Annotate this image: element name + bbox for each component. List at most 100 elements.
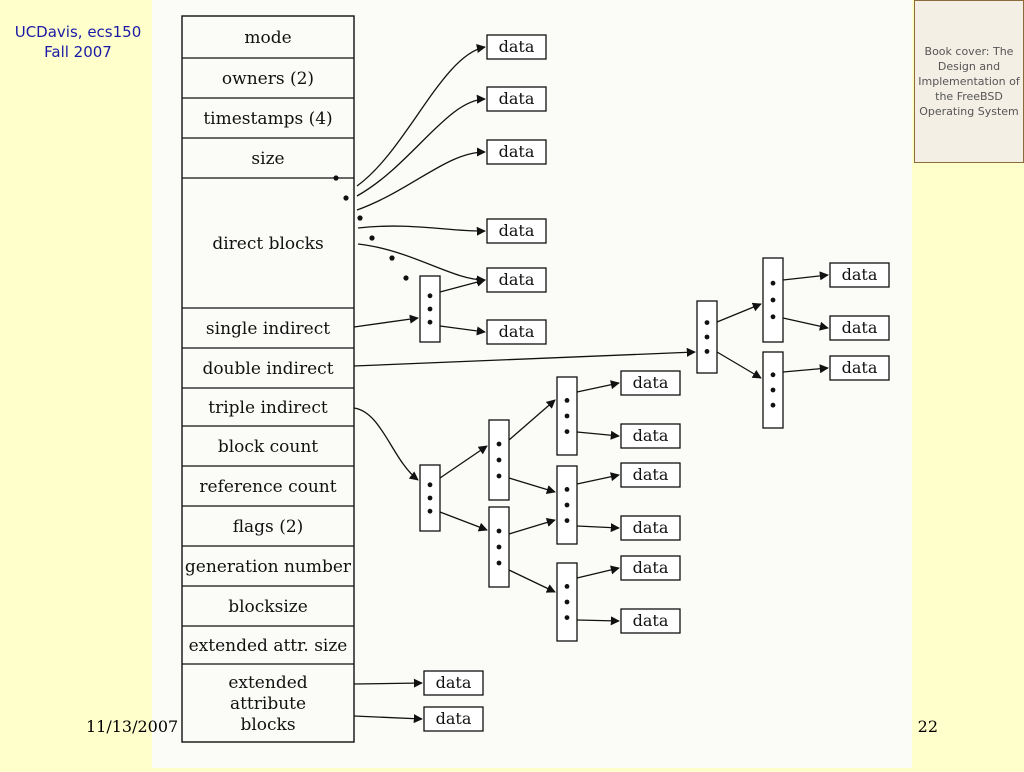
term-label: Fall 2007 bbox=[44, 43, 112, 61]
pointer-arrow bbox=[353, 714, 423, 724]
pointer-arrow bbox=[576, 430, 620, 440]
pointer-arrow bbox=[356, 94, 486, 197]
data-block-label: data bbox=[633, 611, 669, 630]
data-block-label: data bbox=[499, 322, 535, 341]
data-block bbox=[620, 555, 681, 581]
direct-pointer-dot bbox=[343, 195, 349, 201]
index-block-dot bbox=[564, 584, 570, 589]
inode-field-single-indirect: single indirect bbox=[206, 319, 330, 339]
data-block bbox=[486, 34, 547, 60]
pointer-arrow bbox=[508, 399, 556, 441]
pointer-arrow bbox=[353, 314, 419, 328]
data-block bbox=[829, 355, 890, 381]
index-block-dot bbox=[496, 528, 502, 534]
index-block-dot bbox=[496, 441, 502, 447]
index-block-dot bbox=[427, 508, 433, 514]
pointer-arrow bbox=[508, 569, 556, 593]
data-block-label: data bbox=[633, 558, 669, 577]
course-label: UCDavis, ecs150 bbox=[14, 23, 142, 41]
index-block-dot bbox=[770, 280, 776, 286]
index-block-dot bbox=[770, 372, 776, 378]
direct-pointer-dot bbox=[357, 215, 363, 221]
index-block-dot bbox=[427, 319, 433, 325]
pointer-arrow bbox=[439, 511, 488, 532]
pointer-arrow bbox=[716, 302, 762, 323]
data-block bbox=[486, 319, 547, 345]
data-block bbox=[486, 267, 547, 293]
index-block-dot bbox=[427, 293, 433, 299]
pointer-arrow bbox=[357, 243, 486, 285]
index-block-dot bbox=[564, 487, 570, 492]
data-block bbox=[620, 515, 681, 541]
data-block bbox=[620, 370, 681, 396]
data-block bbox=[423, 706, 484, 732]
data-block bbox=[829, 315, 890, 341]
index-block-dot bbox=[564, 615, 570, 620]
inode-box bbox=[181, 15, 355, 743]
data-block-label: data bbox=[499, 142, 535, 161]
inode-field-double-indirect: double indirect bbox=[202, 359, 333, 379]
inode-field-owners-2: owners (2) bbox=[222, 69, 314, 89]
pointer-arrow bbox=[576, 616, 620, 626]
inode-field-block-count: block count bbox=[218, 437, 318, 457]
pointer-arrow bbox=[439, 277, 486, 293]
pointer-arrow bbox=[782, 317, 829, 331]
pointer-arrow bbox=[576, 565, 620, 579]
index-block-dot bbox=[770, 402, 776, 408]
index-block-dot bbox=[704, 334, 710, 340]
pointer-arrow bbox=[508, 477, 556, 494]
data-block-label: data bbox=[633, 426, 669, 445]
inode-field-timestamps-4: timestamps (4) bbox=[203, 109, 332, 129]
data-block-label: data bbox=[499, 270, 535, 289]
data-block bbox=[486, 218, 547, 244]
direct-pointer-dot bbox=[333, 175, 339, 181]
index-block-dot bbox=[770, 314, 776, 320]
index-block-dot bbox=[704, 320, 710, 325]
pointer-arrow bbox=[508, 518, 556, 535]
index-block-dot bbox=[427, 306, 433, 312]
index-block-dot bbox=[564, 502, 570, 508]
inode-field-extended-attr-size: extended attr. size bbox=[189, 636, 348, 656]
pointer-arrow bbox=[576, 380, 620, 393]
pointer-arrow bbox=[716, 351, 762, 379]
index-block-dot bbox=[564, 398, 570, 403]
book-cover-image: Book cover: The Design and Implementatio… bbox=[914, 0, 1024, 163]
direct-pointer-dot bbox=[389, 255, 395, 261]
inode-field-size: size bbox=[251, 149, 284, 169]
index-block-dot bbox=[564, 413, 570, 419]
data-block-label: data bbox=[842, 265, 878, 284]
slide-date: 11/13/2007 bbox=[86, 717, 179, 736]
index-block-dot bbox=[496, 560, 502, 566]
index-block-dot bbox=[564, 429, 570, 434]
index-block-dot bbox=[427, 495, 433, 501]
data-block bbox=[486, 86, 547, 112]
inode-field-extended-attribute-blocks: attribute bbox=[230, 694, 306, 714]
index-block-dot bbox=[704, 349, 710, 354]
data-block bbox=[423, 670, 484, 696]
direct-block-pointers bbox=[333, 175, 409, 281]
pointer-arrow bbox=[356, 147, 486, 211]
pointer-arrow bbox=[353, 347, 696, 367]
index-block-dot bbox=[496, 473, 502, 479]
inode-field-mode: mode bbox=[244, 28, 291, 48]
data-blocks: data data data data data data data data data data… bbox=[423, 34, 890, 732]
connector-arrows bbox=[353, 44, 829, 724]
index-block-dot bbox=[564, 518, 570, 523]
data-block bbox=[620, 462, 681, 488]
pointer-arrow bbox=[782, 271, 829, 281]
data-block-label: data bbox=[842, 358, 878, 377]
inode-field-reference-count: reference count bbox=[199, 477, 336, 497]
pointer-arrow bbox=[439, 325, 486, 336]
data-block-label: data bbox=[633, 373, 669, 392]
index-blocks bbox=[419, 257, 784, 642]
data-block bbox=[829, 262, 890, 288]
data-block-label: data bbox=[436, 673, 472, 692]
index-block-dot bbox=[496, 457, 502, 463]
data-block bbox=[486, 139, 547, 165]
index-block-dot bbox=[564, 599, 570, 605]
slide-header: UCDavis, ecs150 Fall 2007 bbox=[8, 22, 148, 62]
inode-field-flags-2: flags (2) bbox=[233, 517, 304, 537]
